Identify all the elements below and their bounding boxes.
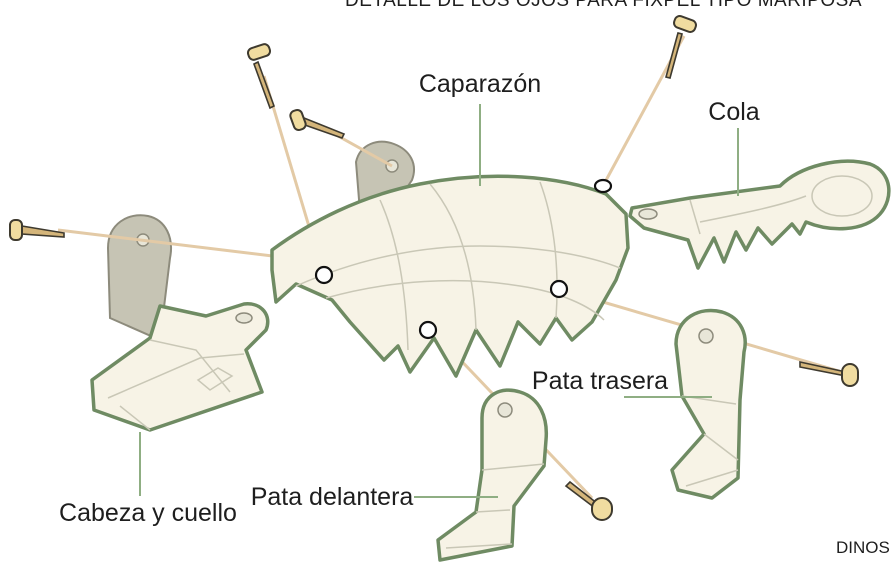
corner-text: DINOS	[836, 538, 890, 557]
shell-hole-front-leg	[420, 322, 436, 338]
pin-left	[10, 220, 64, 240]
tail-part	[630, 161, 889, 268]
back-leg-part	[672, 310, 745, 498]
label-shell: Caparazón	[419, 70, 541, 98]
front-leg-part	[438, 390, 546, 560]
pin-bottom	[566, 482, 612, 520]
label-back-leg: Pata trasera	[532, 367, 668, 395]
pin-right	[800, 362, 858, 386]
label-head-neck: Cabeza y cuello	[59, 499, 237, 527]
label-tail: Cola	[708, 98, 760, 126]
shell-hole-back-leg	[551, 281, 567, 297]
pin-top-right	[666, 15, 697, 78]
diagram-title: DETALLE DE LOS OJOS PARA FIXPEL TIPO MAR…	[345, 0, 862, 11]
shell-hole-front	[316, 267, 332, 283]
shell-part	[272, 176, 628, 376]
label-front-leg: Pata delantera	[251, 483, 414, 511]
pin-mid-left	[289, 109, 344, 138]
shell-hole-back	[595, 180, 611, 192]
pin-top-left	[247, 43, 274, 108]
